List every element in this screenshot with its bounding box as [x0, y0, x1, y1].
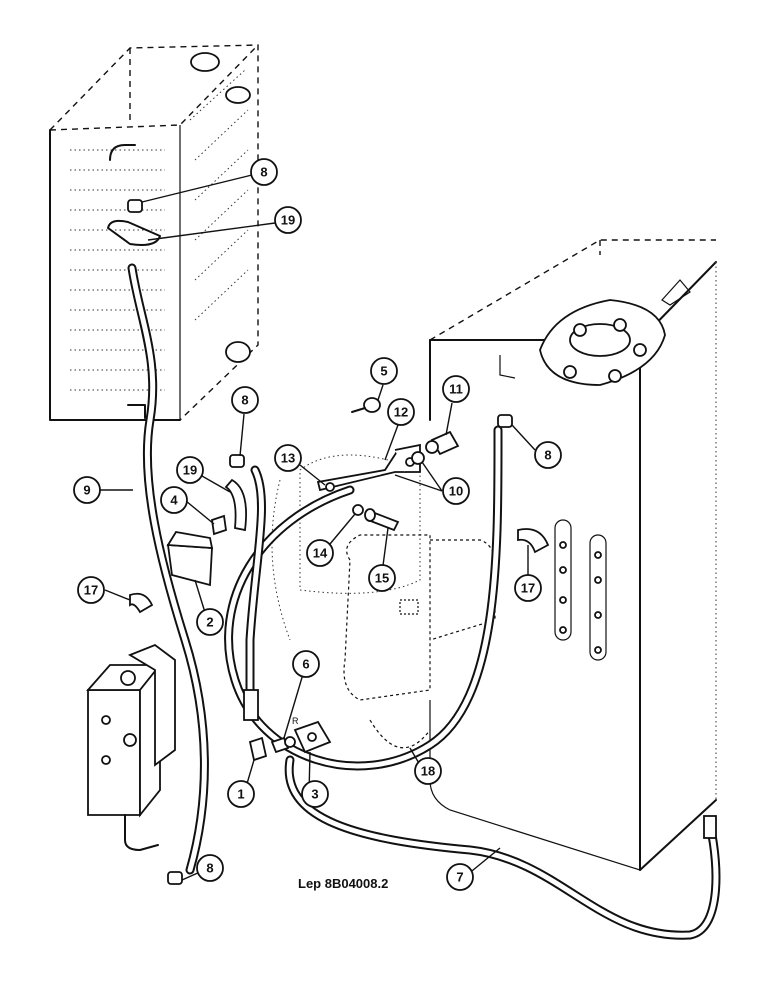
callout-12: 12: [387, 398, 415, 426]
adapter-6: [270, 736, 296, 754]
hydraulic-tank: [429, 239, 717, 871]
callout-13: 13: [274, 444, 302, 472]
callout-18: 18: [414, 757, 442, 785]
svg-text:17: 17: [84, 583, 98, 598]
port-mark: R: [292, 716, 299, 726]
drawing-reference: Lep 8B04008.2: [298, 876, 388, 891]
svg-text:5: 5: [380, 364, 387, 379]
svg-text:9: 9: [83, 483, 90, 498]
svg-text:8: 8: [241, 393, 248, 408]
callout-8-suction-clamp: 8: [231, 386, 259, 414]
svg-text:18: 18: [421, 764, 435, 779]
callout-8-cooler-clamp: 8: [250, 158, 278, 186]
callout-3: 3: [301, 780, 329, 808]
svg-text:19: 19: [281, 213, 295, 228]
hose-suction: [243, 465, 266, 721]
callout-2: 2: [196, 608, 224, 636]
callout-11: 11: [442, 375, 470, 403]
callout-7: 7: [446, 863, 474, 891]
fitting-11: [425, 430, 460, 456]
callout-8-filter-clamp: 8: [196, 854, 224, 882]
svg-text:8: 8: [206, 861, 213, 876]
bolt-15: [364, 508, 400, 532]
svg-text:11: 11: [449, 382, 463, 397]
bolt-5: [351, 397, 381, 413]
callout-17-right: 17: [514, 574, 542, 602]
leader-lines: [100, 174, 536, 881]
hose-clamp-icon: [107, 199, 550, 885]
svg-text:19: 19: [183, 463, 197, 478]
washer-14: [352, 504, 364, 516]
svg-text:4: 4: [170, 493, 178, 508]
callout-5: 5: [370, 357, 398, 385]
callout-19-cooler-strap: 19: [274, 206, 302, 234]
svg-text:17: 17: [521, 581, 535, 596]
svg-text:13: 13: [281, 451, 295, 466]
filler-cap-icon: [539, 299, 666, 386]
svg-text:6: 6: [302, 657, 309, 672]
hose-end-fitting: [703, 815, 717, 839]
hose-18: [224, 425, 503, 771]
callout-4: 4: [160, 486, 188, 514]
callout-17-left: 17: [77, 576, 105, 604]
svg-text:3: 3: [311, 787, 318, 802]
callout-8-tank-clamp: 8: [534, 441, 562, 469]
callout-14: 14: [306, 539, 334, 567]
plate-2: [166, 531, 214, 587]
callout-1: 1: [227, 780, 255, 808]
sight-gauge-icon: [554, 519, 607, 661]
svg-text:8: 8: [260, 165, 267, 180]
svg-text:12: 12: [394, 405, 408, 420]
svg-text:14: 14: [313, 546, 328, 561]
filter-block: [86, 643, 176, 851]
callout-15: 15: [368, 564, 396, 592]
callout-10: 10: [442, 477, 470, 505]
svg-text:2: 2: [206, 615, 213, 630]
svg-text:10: 10: [449, 484, 463, 499]
svg-text:7: 7: [456, 870, 463, 885]
svg-text:15: 15: [375, 571, 389, 586]
flange-3: [293, 720, 332, 754]
svg-text:8: 8: [544, 448, 551, 463]
callout-19-pump-strap: 19: [176, 456, 204, 484]
bracket-12: [316, 443, 421, 492]
hose-7: [284, 755, 721, 940]
callout-6: 6: [292, 650, 320, 678]
elbow-1: [248, 736, 268, 762]
hose-9: [127, 263, 209, 875]
nut-10: [411, 451, 425, 465]
block-4: [211, 514, 227, 536]
svg-text:1: 1: [237, 787, 244, 802]
oil-cooler: [49, 44, 259, 421]
callout-9: 9: [73, 476, 101, 504]
